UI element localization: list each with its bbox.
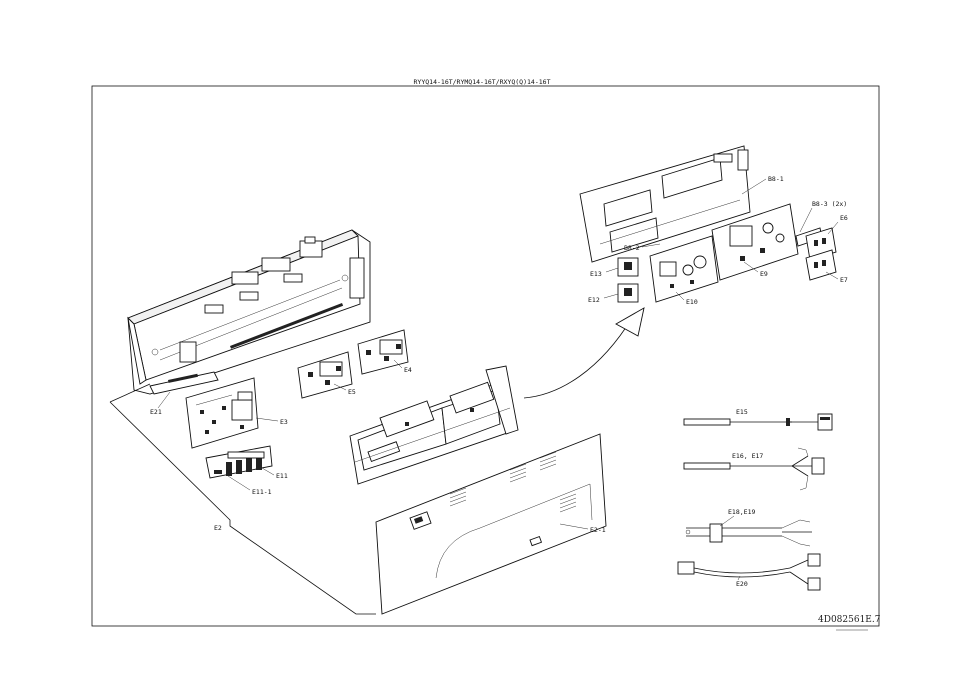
label-e7: E7 bbox=[840, 276, 848, 284]
cable-e16-e17 bbox=[683, 447, 825, 491]
cover-plate-e2-1 bbox=[375, 433, 607, 615]
pcb-e10 bbox=[649, 235, 719, 303]
label-e3: E3 bbox=[280, 418, 288, 426]
label-b8-3: B8-3 (2x) bbox=[812, 200, 847, 208]
pcb-b8-1-e9 bbox=[711, 203, 799, 281]
pcb-e5 bbox=[297, 351, 353, 399]
label-e5: E5 bbox=[348, 388, 356, 396]
label-e11: E11 bbox=[276, 472, 288, 480]
label-e20: E20 bbox=[736, 580, 748, 588]
label-e13: E13 bbox=[590, 270, 602, 278]
label-b8-1: B8-1 bbox=[768, 175, 784, 183]
label-e15: E15 bbox=[736, 408, 748, 416]
label-e11-1: E11-1 bbox=[252, 488, 272, 496]
label-e16-e17: E16, E17 bbox=[732, 452, 763, 460]
label-e2-1: E2-1 bbox=[590, 526, 606, 534]
label-e6: E6 bbox=[840, 214, 848, 222]
label-e4: E4 bbox=[404, 366, 412, 374]
label-e2: E2 bbox=[214, 524, 222, 532]
label-b8-2: B8-2 bbox=[624, 244, 640, 252]
leader-e2 bbox=[109, 401, 376, 615]
pcb-e4 bbox=[357, 329, 409, 375]
detail-arrow bbox=[523, 317, 633, 399]
document-number: 4D082561E.7 bbox=[818, 615, 881, 625]
terminal-block-e11 bbox=[205, 445, 273, 479]
drawing-frame bbox=[91, 85, 880, 627]
label-e12: E12 bbox=[588, 296, 600, 304]
detail-plate-assembly bbox=[579, 145, 751, 263]
cable-e20 bbox=[677, 553, 821, 591]
switch-box-casing bbox=[127, 229, 371, 395]
label-e21: E21 bbox=[150, 408, 162, 416]
label-e9: E9 bbox=[760, 270, 768, 278]
cable-e15 bbox=[683, 413, 833, 431]
pcb-e3 bbox=[185, 377, 259, 449]
label-e18-e19: E18,E19 bbox=[728, 508, 755, 516]
diagram-title: RYYQ14-16T/RYMQ14-16T/RXYQ(Q)14-16T bbox=[414, 78, 551, 86]
mounting-plate bbox=[349, 365, 519, 485]
label-e10: E10 bbox=[686, 298, 698, 306]
terminal-e7 bbox=[805, 249, 837, 281]
cable-e18-e19 bbox=[685, 519, 812, 547]
